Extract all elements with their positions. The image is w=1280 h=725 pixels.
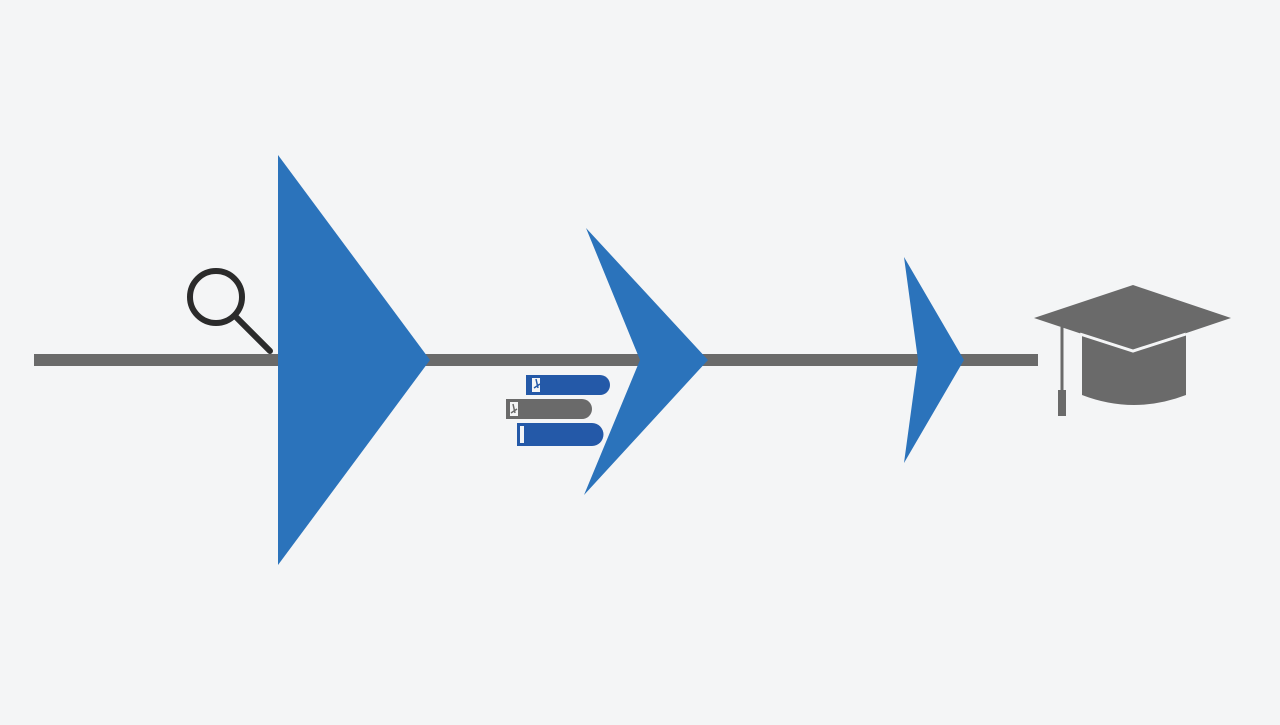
books-icon xyxy=(506,375,610,446)
arrowhead-small xyxy=(904,257,964,463)
arrowhead-chevron xyxy=(584,228,708,495)
spine-line xyxy=(34,354,1038,366)
arrowhead-large xyxy=(278,155,430,565)
magnifier-icon xyxy=(187,268,273,354)
graduation-cap-icon xyxy=(1034,285,1231,416)
